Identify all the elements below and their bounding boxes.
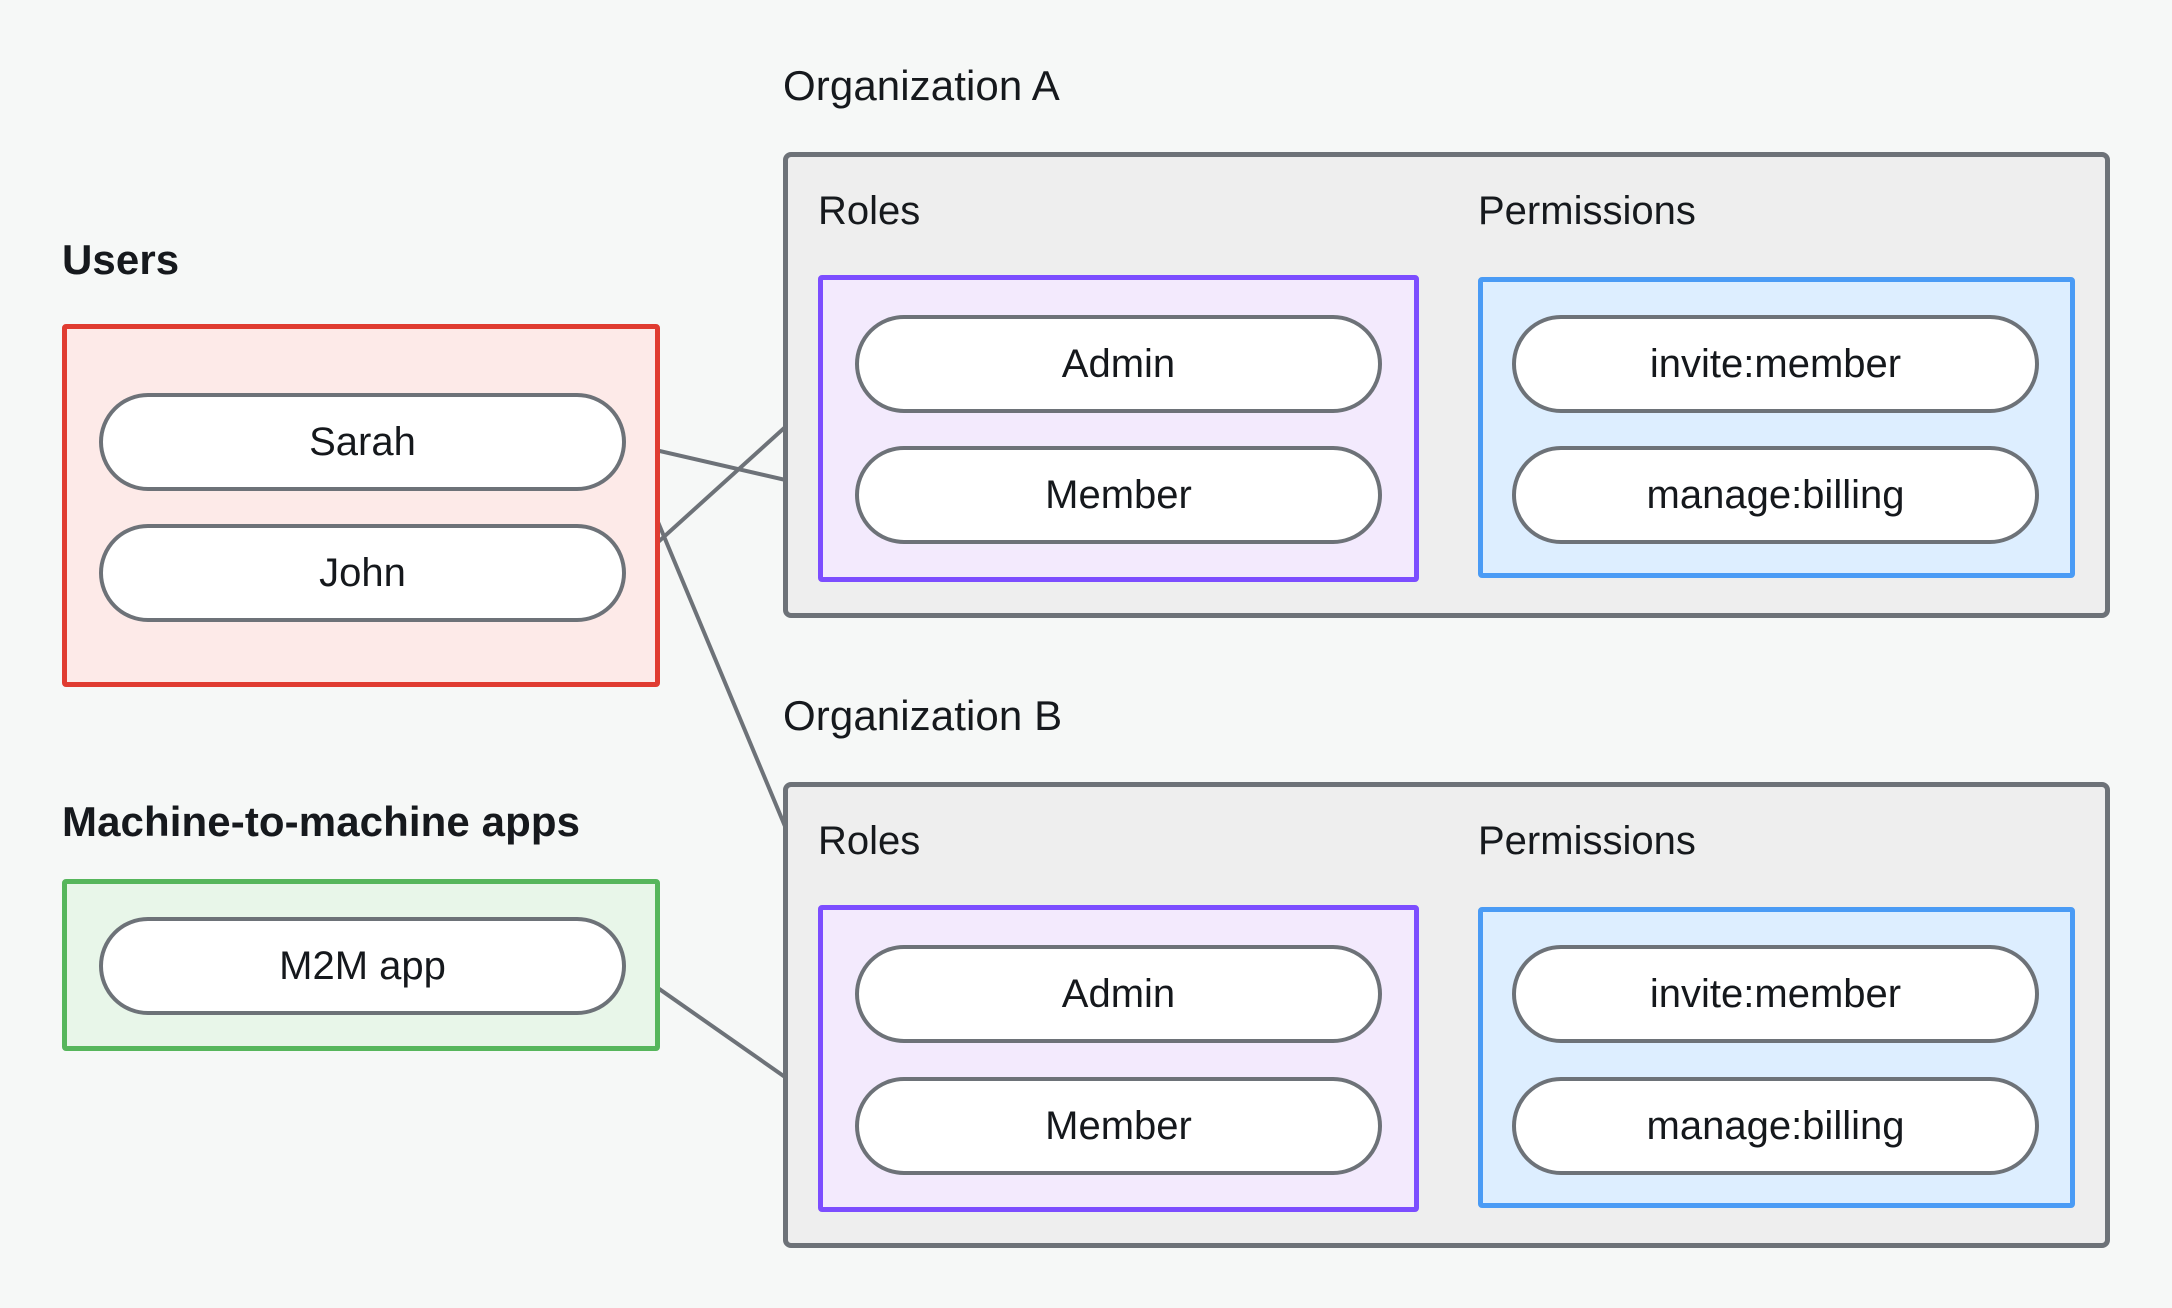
node-org-a-manage-billing[interactable]: manage:billing <box>1512 446 2039 544</box>
org-b-title: Organization B <box>783 692 1063 739</box>
node-org-b-manage-billing-label: manage:billing <box>1646 1103 1905 1148</box>
node-john[interactable]: John <box>99 524 626 622</box>
node-org-a-member[interactable]: Member <box>855 446 1382 544</box>
org-b-permissions-title: Permissions <box>1478 819 1696 863</box>
node-org-a-invite-member[interactable]: invite:member <box>1512 315 2039 413</box>
node-sarah[interactable]: Sarah <box>99 393 626 491</box>
node-org-a-admin-label: Admin <box>1061 341 1176 386</box>
node-org-a-manage-billing-label: manage:billing <box>1646 472 1905 517</box>
node-sarah-label: Sarah <box>309 419 416 464</box>
node-org-b-member[interactable]: Member <box>855 1077 1382 1175</box>
node-m2m-app-label: M2M app <box>279 943 446 988</box>
users-container <box>62 324 660 687</box>
org-a-roles-title: Roles <box>818 189 921 233</box>
node-org-b-invite-member[interactable]: invite:member <box>1512 945 2039 1043</box>
node-org-a-invite-member-label: invite:member <box>1649 341 1902 386</box>
node-org-a-member-label: Member <box>1045 472 1192 517</box>
node-org-b-invite-member-label: invite:member <box>1649 971 1902 1016</box>
org-a-title: Organization A <box>783 62 1060 109</box>
node-org-b-member-label: Member <box>1045 1103 1192 1148</box>
org-a-permissions-title: Permissions <box>1478 189 1696 233</box>
node-m2m-app[interactable]: M2M app <box>99 917 626 1015</box>
node-john-label: John <box>319 550 406 595</box>
node-org-b-manage-billing[interactable]: manage:billing <box>1512 1077 2039 1175</box>
users-group-title: Users <box>62 236 180 283</box>
m2m-group-title: Machine-to-machine apps <box>62 798 581 845</box>
node-org-b-admin[interactable]: Admin <box>855 945 1382 1043</box>
org-b-roles-title: Roles <box>818 819 921 863</box>
node-org-a-admin[interactable]: Admin <box>855 315 1382 413</box>
node-org-b-admin-label: Admin <box>1061 971 1176 1016</box>
